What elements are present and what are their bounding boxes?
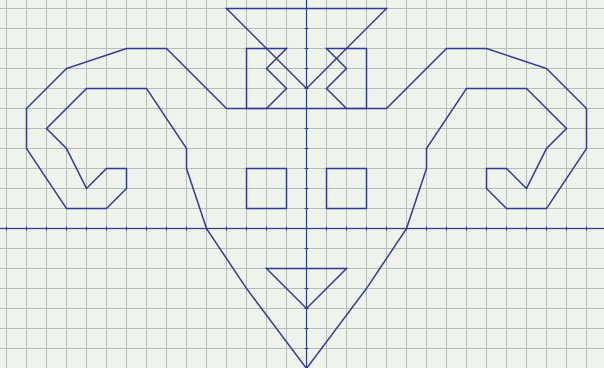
coordinate-grid-diagram (0, 0, 604, 368)
